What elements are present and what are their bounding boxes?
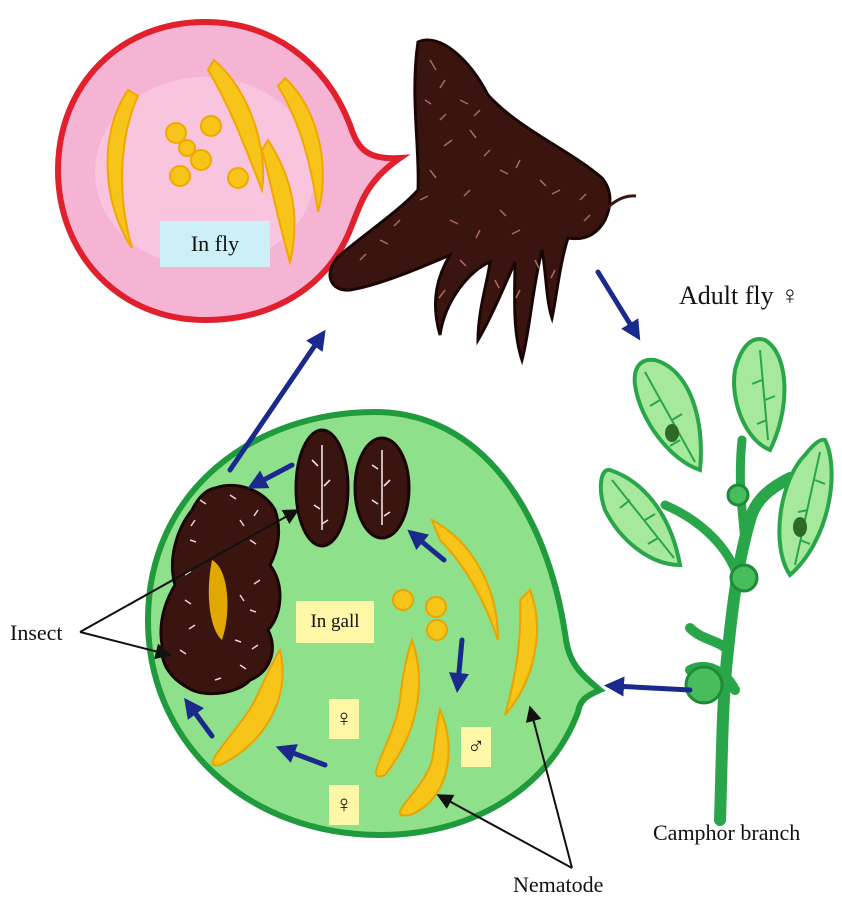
in-fly-label: In fly	[160, 221, 270, 267]
female-symbol-lower: ♀	[329, 785, 359, 825]
adult-fly	[330, 40, 636, 360]
nematode-label: Nematode	[513, 872, 603, 898]
in-gall-label: In gall	[296, 601, 374, 643]
camphor-branch	[601, 339, 832, 820]
insect-label: Insect	[10, 620, 63, 646]
adult-fly-label: Adult fly ♀	[679, 281, 800, 311]
camphor-branch-label: Camphor branch	[653, 820, 800, 846]
arrow-fly-to-branch	[598, 272, 635, 332]
male-symbol: ♂	[461, 727, 491, 767]
arrow-branch-to-gall	[614, 686, 690, 690]
female-symbol-upper: ♀	[329, 699, 359, 739]
